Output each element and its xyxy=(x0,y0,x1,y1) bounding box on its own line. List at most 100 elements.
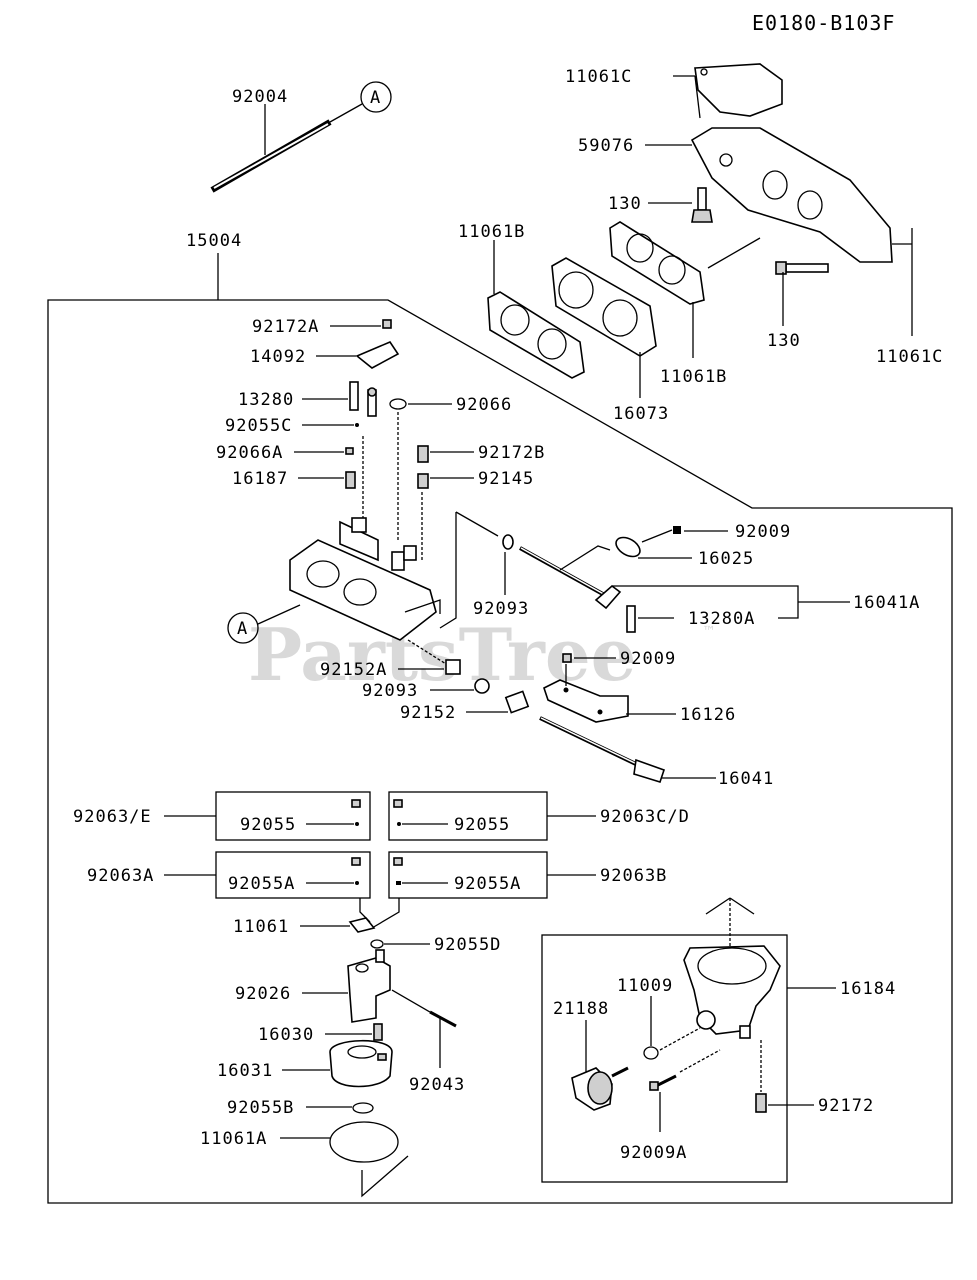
part-92055A-a-oring[interactable] xyxy=(355,881,359,885)
part-16187-jet[interactable] xyxy=(345,471,356,489)
part-92055C-oring[interactable] xyxy=(355,423,359,427)
label-92172B: 92172B xyxy=(478,443,545,463)
label-92009A: 92009A xyxy=(620,1143,687,1163)
diagram-code: E0180-B103F xyxy=(752,11,895,35)
part-11061B-gasket-right[interactable] xyxy=(609,221,705,305)
part-16073-carburetor-spacer[interactable] xyxy=(551,257,657,357)
label-92043: 92043 xyxy=(409,1075,465,1095)
part-16041A-throttle-lever[interactable] xyxy=(594,584,622,610)
label-16025: 16025 xyxy=(698,549,754,569)
part-carburetor-body[interactable] xyxy=(289,517,441,641)
label-92009-b: 92009 xyxy=(620,649,676,669)
label-92004: 92004 xyxy=(232,87,288,107)
label-92009-a: 92009 xyxy=(735,522,791,542)
label-92172A: 92172A xyxy=(252,317,319,337)
label-92145: 92145 xyxy=(478,469,534,489)
label-16073: 16073 xyxy=(613,404,669,424)
label-92152A: 92152A xyxy=(320,660,387,680)
part-16184-float-chamber[interactable] xyxy=(683,945,781,1039)
label-15004: 15004 xyxy=(186,231,242,251)
part-92093-bushing-b[interactable] xyxy=(474,678,490,694)
label-11009: 11009 xyxy=(617,976,673,996)
part-11061-gasket[interactable] xyxy=(348,917,376,933)
part-92055A-b-oring[interactable] xyxy=(396,881,401,885)
label-92063CD: 92063C/D xyxy=(600,807,690,827)
label-92093-a: 92093 xyxy=(473,599,529,619)
part-92093-bushing-a[interactable] xyxy=(502,534,514,550)
label-11061A: 11061A xyxy=(200,1129,267,1149)
label-11061C-top: 11061C xyxy=(565,67,632,87)
label-92055D: 92055D xyxy=(434,935,501,955)
part-13280A-screw[interactable] xyxy=(626,605,636,633)
part-130-bolt-a[interactable] xyxy=(691,187,713,223)
label-92152: 92152 xyxy=(400,703,456,723)
label-11061B-left: 11061B xyxy=(458,222,525,242)
label-13280: 13280 xyxy=(238,390,294,410)
part-92172A-screw[interactable] xyxy=(382,319,392,329)
part-11061C-top-gasket[interactable] xyxy=(694,63,783,117)
assembly-outline-15004 xyxy=(47,299,953,1204)
part-11009-gasket[interactable] xyxy=(643,1046,659,1060)
label-16031: 16031 xyxy=(217,1061,273,1081)
part-92009-screw-a[interactable] xyxy=(673,526,681,534)
part-16025-throttle-valve[interactable] xyxy=(519,534,643,600)
label-92063B: 92063B xyxy=(600,866,667,886)
part-92009-screw-b[interactable] xyxy=(562,653,572,663)
part-16030-pin[interactable] xyxy=(373,1023,383,1041)
part-11061A-gasket[interactable] xyxy=(329,1121,399,1163)
label-92055A-b: 92055A xyxy=(454,874,521,894)
part-11061B-gasket-left[interactable] xyxy=(487,291,585,379)
leader-callout-a-top xyxy=(329,103,363,123)
part-92063CD-jet[interactable] xyxy=(393,799,403,808)
part-92066-oring[interactable] xyxy=(389,398,407,410)
part-92055-a-oring[interactable] xyxy=(355,822,359,826)
callout-a-lower-text: A xyxy=(237,619,248,639)
part-92055B-oring[interactable] xyxy=(352,1102,374,1114)
label-59076: 59076 xyxy=(578,136,634,156)
part-92004-stud[interactable] xyxy=(210,119,332,193)
part-59076-intake-manifold[interactable] xyxy=(690,127,893,263)
watermark-text: PartsTree xyxy=(248,612,636,697)
label-92066: 92066 xyxy=(456,395,512,415)
part-92063B-jet[interactable] xyxy=(393,857,403,866)
label-16184: 16184 xyxy=(840,979,896,999)
part-21188-fuel-solenoid[interactable] xyxy=(571,1066,629,1111)
label-92093-b: 92093 xyxy=(362,681,418,701)
part-92026-main-nozzle[interactable] xyxy=(347,949,391,1023)
label-92055-a: 92055 xyxy=(240,815,296,835)
part-92172-screw[interactable] xyxy=(755,1093,767,1113)
label-92055B: 92055B xyxy=(227,1098,294,1118)
part-92172B-screw[interactable] xyxy=(417,445,429,463)
label-92063E: 92063/E xyxy=(73,807,152,827)
label-130-b: 130 xyxy=(767,331,801,351)
part-92043-needle[interactable] xyxy=(429,1010,457,1028)
part-92152-seal[interactable] xyxy=(504,690,530,714)
label-92172: 92172 xyxy=(818,1096,874,1116)
label-130-a: 130 xyxy=(608,194,642,214)
part-14092-plate[interactable] xyxy=(355,341,400,369)
part-16041-choke-shaft[interactable] xyxy=(539,716,666,783)
label-92063A: 92063A xyxy=(87,866,154,886)
part-16031-float[interactable] xyxy=(329,1039,393,1088)
watermark-trademark: ™ xyxy=(702,624,716,640)
part-92055-b-oring[interactable] xyxy=(397,822,401,826)
part-16126-bracket[interactable] xyxy=(543,679,629,723)
part-13280-screws[interactable] xyxy=(349,381,377,417)
label-92066A: 92066A xyxy=(216,443,283,463)
part-92145-spring[interactable] xyxy=(417,473,429,489)
part-92055D-oring[interactable] xyxy=(370,939,384,949)
label-16126: 16126 xyxy=(680,705,736,725)
part-92063E-jet[interactable] xyxy=(351,799,361,808)
label-92055A-a: 92055A xyxy=(228,874,295,894)
part-92009A-screw[interactable] xyxy=(649,1074,677,1091)
label-92026: 92026 xyxy=(235,984,291,1004)
label-21188: 21188 xyxy=(553,999,609,1019)
callout-a-lower xyxy=(227,612,259,644)
part-92066A-plug[interactable] xyxy=(345,447,354,455)
part-92152A-seal[interactable] xyxy=(445,659,461,675)
label-92055C: 92055C xyxy=(225,416,292,436)
label-16030: 16030 xyxy=(258,1025,314,1045)
part-92063A-jet[interactable] xyxy=(351,857,361,866)
part-130-bolt-b[interactable] xyxy=(775,261,829,275)
